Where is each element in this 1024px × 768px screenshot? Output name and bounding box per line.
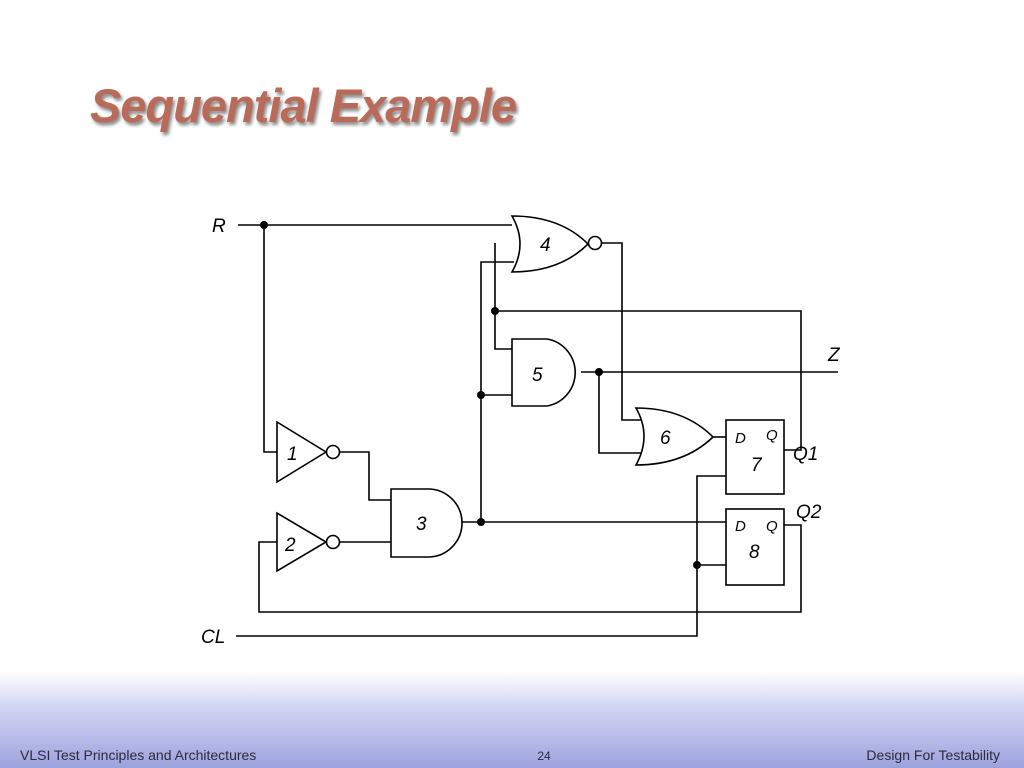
flip-flop-8-label: 8 bbox=[749, 542, 760, 563]
junction-dot bbox=[693, 561, 701, 569]
footer-page-number: 24 bbox=[537, 749, 551, 763]
gate-6-or bbox=[634, 407, 715, 466]
sequential-circuit-diagram: R CL Z Q1 Q2 1 2 3 4 5 6 7 8 D Q D Q bbox=[201, 215, 841, 648]
junction-dot bbox=[595, 368, 603, 376]
signal-cl-label: CL bbox=[201, 627, 225, 648]
ff7-q-pin: Q bbox=[766, 427, 778, 444]
junction-dot bbox=[477, 518, 485, 526]
gate-4-bubble bbox=[587, 235, 603, 251]
wire-q1-loop bbox=[494, 243, 512, 350]
junction-dot bbox=[260, 221, 268, 229]
ff8-q-pin: Q bbox=[766, 518, 778, 535]
gate-6-label: 6 bbox=[660, 428, 671, 449]
junction-dot bbox=[477, 391, 485, 399]
gate-1-not bbox=[276, 420, 328, 484]
gate-5-label: 5 bbox=[532, 365, 543, 386]
gate-4-nor bbox=[510, 215, 590, 273]
gate-2-bubble bbox=[325, 534, 341, 550]
wire-q1-feedback bbox=[495, 310, 802, 451]
slide-title: Sequential Example bbox=[90, 79, 517, 132]
gate-4-label: 4 bbox=[540, 235, 551, 256]
footer-chapter-title: Design For Testability bbox=[866, 747, 1000, 763]
gate-5-and bbox=[511, 338, 576, 407]
gate-2-label: 2 bbox=[284, 535, 296, 556]
junction-dot bbox=[491, 307, 499, 315]
footer-course-title: VLSI Test Principles and Architectures bbox=[20, 747, 257, 763]
wire-clock bbox=[236, 475, 726, 637]
gate-1-label: 1 bbox=[287, 444, 298, 465]
flip-flop-8 bbox=[725, 508, 785, 586]
flip-flop-7-label: 7 bbox=[751, 455, 763, 476]
ff8-d-pin: D bbox=[735, 518, 746, 535]
ff7-d-pin: D bbox=[735, 430, 746, 447]
wire-3-up bbox=[480, 261, 514, 522]
gate-2-not bbox=[276, 511, 328, 573]
wire-r-down bbox=[263, 225, 277, 453]
wire-4-to-6 bbox=[602, 242, 641, 421]
slide-footer: VLSI Test Principles and Architectures 2… bbox=[0, 672, 1024, 768]
wire-1-to-3 bbox=[340, 451, 391, 501]
wire-5-to-6 bbox=[598, 372, 641, 454]
flip-flop-7 bbox=[725, 419, 785, 495]
signal-q1-label: Q1 bbox=[793, 444, 818, 465]
gate-1-bubble bbox=[325, 444, 341, 460]
signal-z-label: Z bbox=[827, 345, 841, 366]
gate-3-label: 3 bbox=[416, 514, 427, 535]
signal-r-label: R bbox=[212, 216, 226, 237]
wire-q2-loop bbox=[258, 524, 802, 613]
signal-q2-label: Q2 bbox=[796, 502, 822, 523]
gate-3-and bbox=[390, 488, 463, 558]
